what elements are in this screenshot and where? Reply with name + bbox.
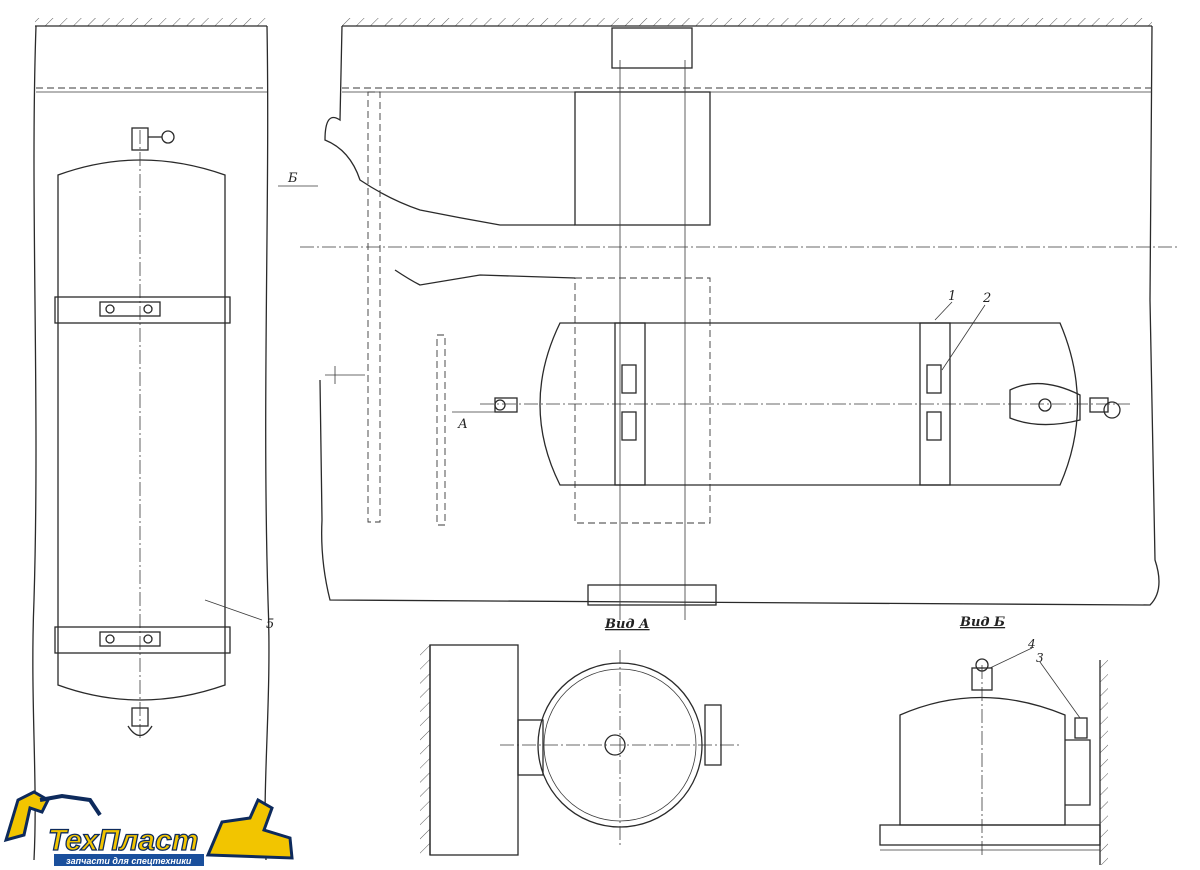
techplast-logo: ТехПласт запчасти для спецтехники [3,790,294,866]
pos-4-label: 4 [1027,637,1036,651]
receiver-side [899,696,1066,826]
view-b-mark: Б [287,171,298,186]
top-hatch-left [35,18,267,26]
receiver-body-horizontal [539,322,1079,486]
clamp-right [919,322,951,486]
clamp-left [614,322,646,486]
view-a-mark: А [457,417,468,432]
logo-name-part2: Пласт [98,824,198,857]
receiver-body-vertical [57,159,226,701]
logo-tagline: запчасти для спецтехники [66,856,192,866]
top-hatch-right [342,18,1152,26]
pos-5-label: 5 [266,617,274,632]
excavator-icon [3,790,50,843]
view-b: Вид Б 4 3 [879,615,1108,865]
pos-1-label: 1 [948,289,956,304]
view-b-title: Вид Б [959,615,1005,630]
logo-name-part1: Тех [48,824,99,857]
pos-2-label: 2 [982,291,991,306]
clamp-upper [54,296,231,324]
view-a-title: Вид А [604,617,650,632]
svg-text:ТехПласт: ТехПласт [48,824,198,857]
clamp-lower [54,626,231,654]
loader-icon [205,797,294,860]
view-a: Вид А [420,617,740,856]
plan-view: 1 2 А [300,18,1180,620]
pos-3-label: 3 [1036,651,1044,665]
left-side-view: 5 Б [32,18,318,861]
